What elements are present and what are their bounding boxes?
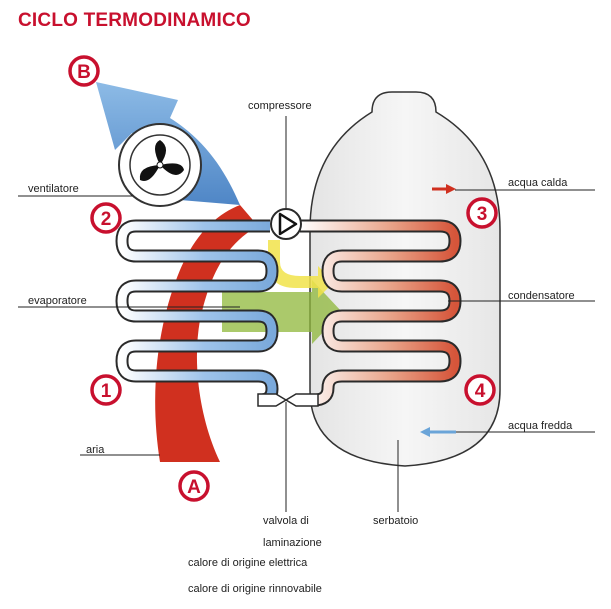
tank xyxy=(309,91,501,467)
expansion-valve-icon xyxy=(257,393,319,407)
fan-icon xyxy=(118,123,202,207)
fan-label: ventilatore xyxy=(28,183,79,195)
marker-1-label: 1 xyxy=(101,381,112,402)
valve-label-line1: valvola di xyxy=(263,515,309,527)
valve-label-line2: laminazione xyxy=(263,537,322,549)
cold-water-arrow xyxy=(420,427,456,437)
cold-water-label: acqua fredda xyxy=(508,420,573,432)
marker-b: B xyxy=(68,55,100,87)
marker-4-label: 4 xyxy=(475,381,486,402)
compressor-heat-arrow xyxy=(268,240,334,298)
marker-1: 1 xyxy=(90,374,122,406)
legend-electric: calore di origine elettrica xyxy=(188,557,308,569)
air-in-arrow xyxy=(155,205,258,462)
marker-3-label: 3 xyxy=(477,204,488,225)
evaporator-coil xyxy=(115,219,279,407)
marker-2: 2 xyxy=(90,202,122,234)
hot-water-label: acqua calda xyxy=(508,177,568,189)
marker-3: 3 xyxy=(466,197,498,229)
hot-water-arrow xyxy=(432,184,456,194)
condenser-label: condensatore xyxy=(508,290,575,302)
marker-4: 4 xyxy=(464,374,496,406)
legend-renewable: calore di origine rinnovabile xyxy=(188,583,322,595)
air-label: aria xyxy=(86,444,105,456)
marker-b-label: B xyxy=(77,62,91,83)
tank-label: serbatoio xyxy=(373,515,419,527)
evaporator-label: evaporatore xyxy=(28,295,87,307)
marker-a: A xyxy=(178,470,210,502)
condenser-coil xyxy=(300,219,462,407)
compressor-label: compressore xyxy=(248,100,312,112)
marker-a-label: A xyxy=(187,477,201,498)
compressor-triangle-icon xyxy=(270,208,302,240)
marker-2-label: 2 xyxy=(101,209,112,230)
leader-lines xyxy=(18,116,595,512)
page-title: CICLO TERMODINAMICO xyxy=(18,10,251,31)
